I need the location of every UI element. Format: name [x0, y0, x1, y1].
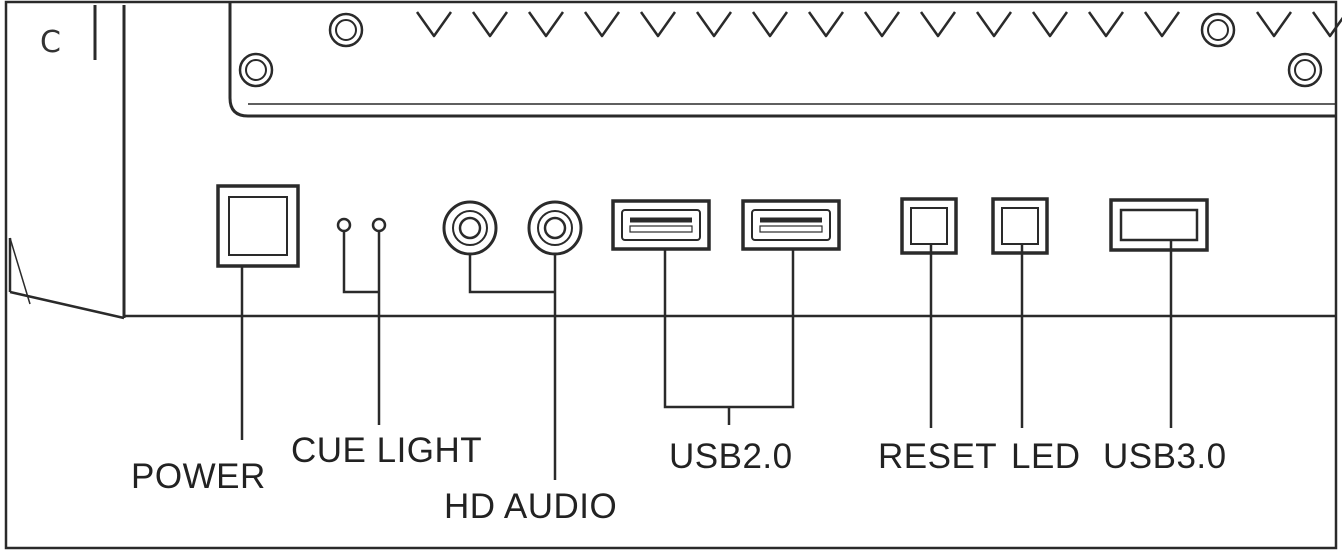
- vent-diamond: [1087, 11, 1125, 38]
- hd-audio-leader: [468, 254, 557, 480]
- cue-light-leader: [342, 231, 381, 425]
- vent-diamond: [639, 11, 677, 38]
- vent-diamond: [1311, 11, 1342, 38]
- top-bezel-plate: [228, 2, 1342, 118]
- cue-light-label: CUE LIGHT: [291, 431, 482, 470]
- left-edge-bracket: [8, 5, 126, 320]
- vent-diamond: [1255, 11, 1293, 38]
- vent-diamond: [863, 11, 901, 38]
- vent-diamond: [1031, 11, 1069, 38]
- power-button: [216, 184, 300, 268]
- usb2-port-right: [741, 199, 841, 251]
- leader-lines: [240, 231, 1173, 480]
- hd-audio-jacks: [442, 200, 583, 256]
- vent-diamond: [695, 11, 733, 38]
- power-label: POWER: [131, 457, 266, 496]
- screw-head: [328, 12, 364, 48]
- screw-heads: [238, 12, 1323, 88]
- vent-diamond: [415, 11, 453, 38]
- diagram-border: [4, 0, 1338, 550]
- screw-head: [238, 52, 274, 88]
- screw-head: [1287, 52, 1323, 88]
- vent-diamond: [751, 11, 789, 38]
- vent-diamond: [583, 11, 621, 38]
- led-label: LED: [1011, 437, 1081, 476]
- reset-button: [900, 197, 958, 255]
- corner-label: C: [40, 25, 61, 60]
- vent-diamond: [471, 11, 509, 38]
- vent-diamond: [527, 11, 565, 38]
- usb2-leader: [663, 249, 795, 425]
- cue-light-leds: [336, 217, 387, 233]
- vent-diamonds: [415, 11, 1342, 38]
- vent-diamond: [807, 11, 845, 38]
- hd-audio-label: HD AUDIO: [444, 487, 617, 526]
- usb2-port-left: [611, 199, 711, 251]
- usb3-label: USB3.0: [1103, 437, 1227, 476]
- vent-diamond: [919, 11, 957, 38]
- usb3-port: [1109, 198, 1209, 252]
- usb2-label: USB2.0: [669, 437, 793, 476]
- vent-diamond: [975, 11, 1013, 38]
- vent-diamond: [1143, 11, 1181, 38]
- screw-head: [1200, 12, 1236, 48]
- reset-label: RESET: [878, 437, 997, 476]
- led-button: [991, 197, 1049, 255]
